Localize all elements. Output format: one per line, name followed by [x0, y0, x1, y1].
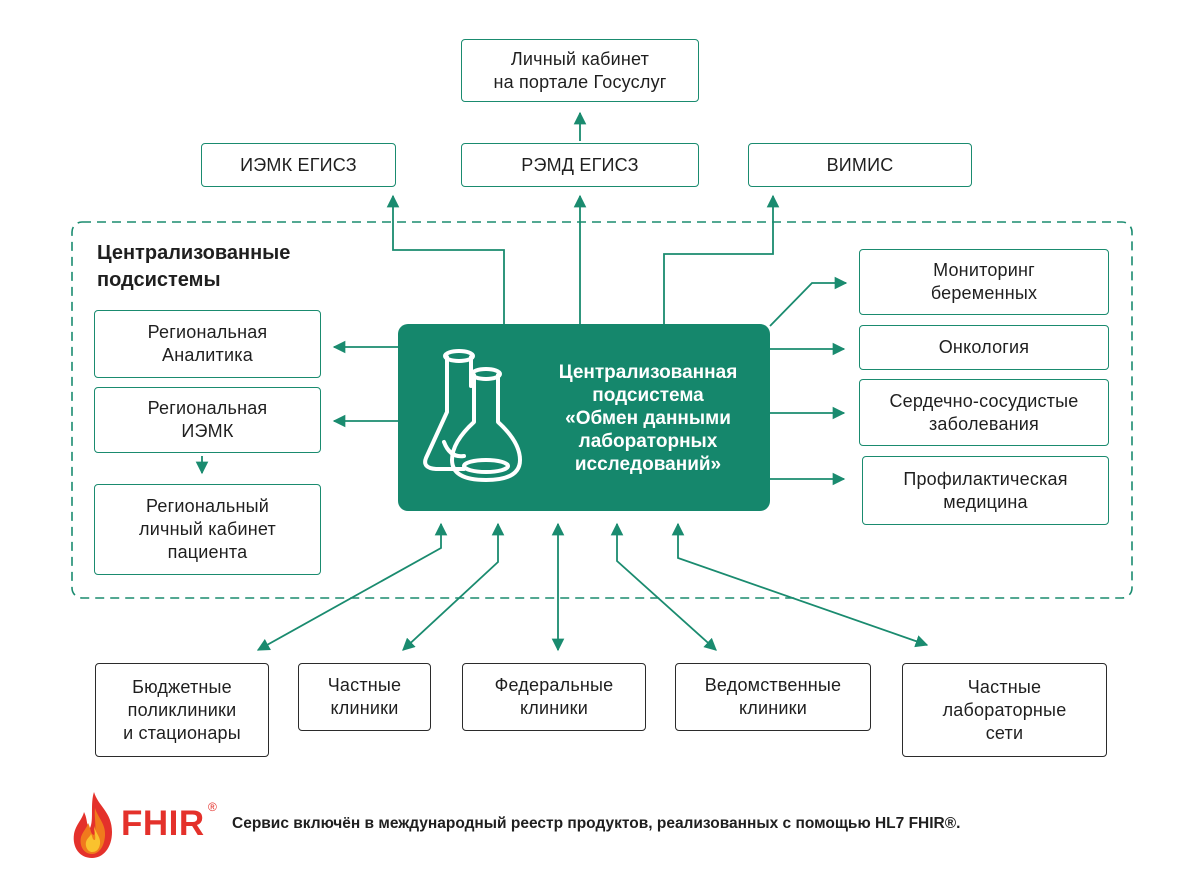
box-private-clinics-label: Частные клиники — [327, 675, 402, 718]
box-gosuslugi-cabinet-label: Личный кабинет на портале Госуслуг — [493, 48, 667, 92]
footer-note: Сервис включён в международный реестр пр… — [232, 815, 961, 832]
box-private-clinics: Частные клиники — [298, 663, 431, 731]
arrow-core-private — [402, 522, 505, 651]
box-preventive-medicine-label: Профилактическая медицина — [903, 468, 1068, 512]
box-oncology: Онкология — [859, 325, 1109, 370]
fhir-flame-icon — [73, 792, 112, 858]
arrow-core-to-pregnancy — [769, 276, 848, 327]
box-private-lab-networks: Частные лабораторные сети — [902, 663, 1107, 757]
box-vimis-label: ВИМИС — [826, 154, 894, 175]
box-iemk-egisz: ИЭМК ЕГИСЗ — [201, 143, 396, 187]
box-remd-egisz: РЭМД ЕГИСЗ — [461, 143, 699, 187]
fhir-logo-registered-mark: ® — [208, 800, 217, 814]
box-regional-analytics-label: Региональная Аналитика — [147, 322, 268, 365]
box-preventive-medicine: Профилактическая медицина — [862, 456, 1109, 525]
region-title: Централизованные подсистемы — [97, 242, 291, 291]
box-gosuslugi-cabinet: Личный кабинет на портале Госуслуг — [461, 39, 699, 102]
core-subsystem-title: Централизованная подсистема «Обмен данны… — [558, 362, 738, 475]
box-private-lab-networks-label: Частные лабораторные сети — [942, 676, 1067, 743]
core-subsystem-box: Централизованная подсистема «Обмен данны… — [398, 324, 770, 511]
lab-flasks-icon — [423, 349, 522, 482]
box-federal-clinics-label: Федеральные клиники — [494, 675, 614, 718]
arrow-core-labs — [671, 522, 929, 648]
fhir-logo-text: FHIR — [121, 804, 205, 843]
box-federal-clinics: Федеральные клиники — [462, 663, 646, 731]
fhir-logo: FHIR ® — [68, 790, 218, 860]
box-pregnancy-monitoring: Мониторинг беременных — [859, 249, 1109, 315]
box-oncology-label: Онкология — [938, 337, 1030, 357]
box-departmental-clinics-label: Ведомственные клиники — [704, 675, 842, 718]
box-budget-clinics-label: Бюджетные поликлиники и стационары — [123, 676, 241, 743]
box-regional-patient-cabinet-label: Региональный личный кабинет пациента — [139, 496, 276, 562]
box-iemk-egisz-label: ИЭМК ЕГИСЗ — [240, 154, 357, 175]
box-remd-egisz-label: РЭМД ЕГИСЗ — [521, 154, 639, 175]
box-cardio-label: Сердечно-сосудистые заболевания — [889, 390, 1079, 434]
region-dashed-border — [71, 221, 1133, 599]
arrow-core-to-vimis — [663, 194, 780, 324]
box-regional-analytics: Региональная Аналитика — [94, 310, 321, 378]
box-cardio: Сердечно-сосудистые заболевания — [859, 379, 1109, 446]
box-regional-iemk-label: Региональная ИЭМК — [147, 398, 268, 441]
arrow-core-departmental — [610, 522, 717, 651]
arrow-core-to-iemk-egisz — [386, 194, 505, 324]
box-budget-clinics: Бюджетные поликлиники и стационары — [95, 663, 269, 757]
box-vimis: ВИМИС — [748, 143, 972, 187]
box-departmental-clinics: Ведомственные клиники — [675, 663, 871, 731]
box-regional-patient-cabinet: Региональный личный кабинет пациента — [94, 484, 321, 575]
box-pregnancy-monitoring-label: Мониторинг беременных — [930, 260, 1038, 303]
box-regional-iemk: Региональная ИЭМК — [94, 387, 321, 453]
